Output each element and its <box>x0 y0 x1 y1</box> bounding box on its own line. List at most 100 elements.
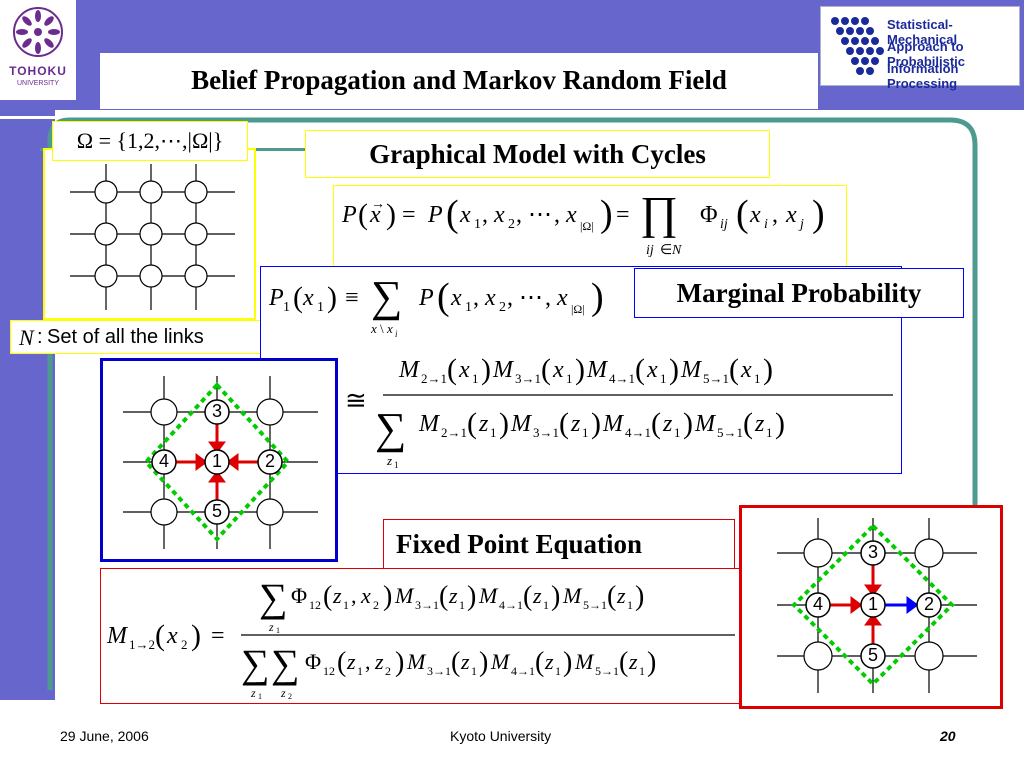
smapip-dots-icon <box>831 17 884 75</box>
node-1-label: 1 <box>867 594 878 614</box>
tohoku-logo: TOHOKU UNIVERSITY <box>0 0 76 100</box>
node-4-label: 4 <box>158 451 169 471</box>
svg-text:z: z <box>448 583 458 608</box>
svg-text:1: 1 <box>471 664 477 678</box>
svg-text:M: M <box>562 583 583 608</box>
links-set-colon: : <box>37 326 43 348</box>
svg-text:): ) <box>812 193 825 235</box>
svg-text:2: 2 <box>181 637 188 652</box>
svg-text:(: ( <box>619 647 628 678</box>
svg-text:\: \ <box>380 321 384 336</box>
svg-text:M: M <box>106 623 129 649</box>
svg-text:): ) <box>647 647 656 678</box>
svg-text:z: z <box>616 583 626 608</box>
svg-text:i: i <box>764 217 768 232</box>
svg-text:,: , <box>772 202 778 228</box>
svg-text:⋯: ⋯ <box>528 202 552 228</box>
node-2-label: 2 <box>923 594 934 614</box>
svg-text:3→1: 3→1 <box>415 598 439 612</box>
svg-text:(: ( <box>323 581 332 612</box>
svg-text:M: M <box>602 411 625 437</box>
node-3-label: 3 <box>867 542 878 562</box>
smapip-line-1: Statistical-Mechanical <box>887 17 958 47</box>
svg-text:x: x <box>302 285 314 311</box>
svg-text:2→1: 2→1 <box>441 425 467 440</box>
svg-text:1: 1 <box>343 598 349 612</box>
svg-text:2→1: 2→1 <box>421 371 447 386</box>
svg-text:x: x <box>749 202 761 228</box>
svg-text:(: ( <box>635 353 645 386</box>
svg-text:4→1: 4→1 <box>499 598 523 612</box>
svg-text:M: M <box>478 583 499 608</box>
svg-text:2: 2 <box>385 664 391 678</box>
page-subtitle: Graphical Model with Cycles <box>369 139 706 169</box>
message-diagram-red: 3 4 1 2 5 <box>739 505 1003 709</box>
svg-text:z: z <box>478 411 489 437</box>
svg-text:): ) <box>395 647 404 678</box>
svg-text:z: z <box>628 649 638 674</box>
svg-text:1: 1 <box>357 664 363 678</box>
svg-text:P: P <box>341 202 357 228</box>
svg-text:M: M <box>680 357 703 383</box>
svg-text:,: , <box>473 285 479 311</box>
svg-text:1: 1 <box>555 664 561 678</box>
footer-date: 29 June, 2006 <box>60 728 149 744</box>
svg-text:): ) <box>600 193 613 235</box>
svg-text:Φ: Φ <box>305 649 321 674</box>
svg-text:x: x <box>646 357 658 383</box>
svg-text:5→1: 5→1 <box>717 425 743 440</box>
svg-text:⋯: ⋯ <box>519 285 543 311</box>
svg-text:z: z <box>544 649 554 674</box>
svg-text:): ) <box>499 407 509 440</box>
node-2-label: 2 <box>264 451 275 471</box>
svg-text:≅: ≅ <box>345 386 367 415</box>
omega-definition-box: Ω = {1,2,⋯,|Ω|} <box>52 121 248 161</box>
svg-text:j: j <box>798 217 804 232</box>
svg-text:): ) <box>669 353 679 386</box>
svg-text:1: 1 <box>766 425 773 440</box>
smapip-line-3: Information Processing <box>887 61 959 91</box>
svg-text:1: 1 <box>465 300 472 315</box>
fixed-point-label: Fixed Point Equation <box>396 529 643 559</box>
svg-text:(: ( <box>729 353 739 386</box>
svg-text:z: z <box>280 686 286 700</box>
svg-text:(: ( <box>559 407 569 440</box>
svg-text:(: ( <box>447 353 457 386</box>
title-box: Belief Propagation and Markov Random Fie… <box>100 53 818 109</box>
svg-text:3→1: 3→1 <box>533 425 559 440</box>
smapip-logo: Statistical-Mechanical Approach to Proba… <box>820 6 1020 91</box>
svg-text:z: z <box>662 411 673 437</box>
svg-text:(: ( <box>743 407 753 440</box>
svg-text:=: = <box>616 202 630 228</box>
svg-text:,: , <box>554 202 560 228</box>
svg-text:i: i <box>395 329 398 339</box>
svg-text:4→1: 4→1 <box>511 664 535 678</box>
svg-text:M: M <box>398 357 421 383</box>
svg-text:M: M <box>510 411 533 437</box>
svg-text:x: x <box>369 202 381 228</box>
svg-text:|Ω|: |Ω| <box>571 302 585 316</box>
lattice-graph <box>70 164 235 310</box>
message-diagram-update <box>777 518 977 693</box>
svg-text:z: z <box>532 583 542 608</box>
svg-text:P: P <box>418 285 434 311</box>
svg-text:z: z <box>570 411 581 437</box>
svg-text:M: M <box>574 649 595 674</box>
svg-text:(: ( <box>651 407 661 440</box>
svg-text:1: 1 <box>258 692 262 701</box>
omega-definition: Ω = {1,2,⋯,|Ω|} <box>76 128 224 153</box>
svg-text:5→1: 5→1 <box>583 598 607 612</box>
svg-text:): ) <box>591 407 601 440</box>
svg-text:1: 1 <box>660 371 667 386</box>
svg-text:2: 2 <box>499 300 506 315</box>
svg-text:(: ( <box>337 647 346 678</box>
svg-text:12: 12 <box>323 664 335 678</box>
svg-text:∑: ∑ <box>259 575 288 620</box>
svg-text:1: 1 <box>566 371 573 386</box>
svg-text:M: M <box>394 583 415 608</box>
svg-text:,: , <box>351 583 357 608</box>
svg-text:12: 12 <box>309 598 321 612</box>
svg-text:x: x <box>785 202 797 228</box>
